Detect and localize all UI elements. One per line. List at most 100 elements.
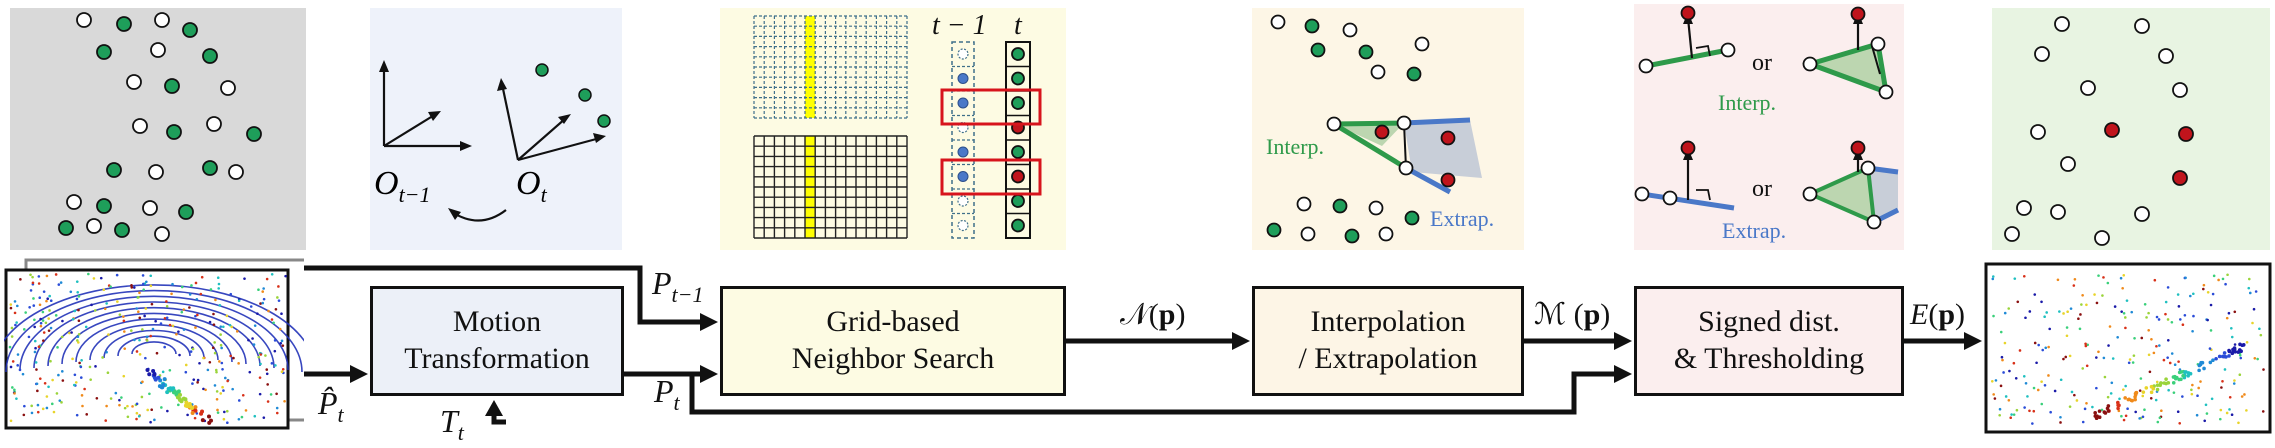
open-point [148, 164, 164, 180]
lidar-point [90, 303, 93, 307]
lidar-point [2164, 377, 2168, 381]
lidar-point [2189, 294, 2192, 298]
panel-output-points [1992, 8, 2270, 250]
open-point [76, 12, 92, 28]
lidar-point [2188, 371, 2193, 376]
lidar-point [259, 302, 262, 305]
lidar-point [48, 294, 52, 298]
lidar-point [37, 275, 41, 278]
lidar-point [279, 341, 283, 345]
lidar-point [237, 417, 241, 421]
lidar-point [2120, 310, 2123, 313]
lidar-point [2095, 356, 2098, 359]
lidar-point [2130, 310, 2134, 314]
lidar-point [162, 377, 167, 382]
lidar-ring [5, 289, 303, 373]
lidar-point [71, 357, 74, 361]
lidar-point [109, 397, 113, 400]
lidar-point [2024, 316, 2027, 320]
lidar-point [278, 327, 282, 331]
lidar-point [2220, 354, 2225, 359]
lidar-point [2191, 329, 2194, 333]
lidar-point [219, 392, 223, 395]
lidar-point [2083, 407, 2087, 411]
lidar-point [2239, 349, 2243, 353]
lidar-point [202, 387, 205, 391]
lidar-point [144, 356, 147, 360]
lidar-point [138, 353, 142, 356]
lidar-point [75, 413, 79, 417]
lidar-point [175, 332, 178, 336]
lidar-point [2261, 410, 2265, 413]
lidar-point [2069, 307, 2073, 310]
lidar-point [2167, 388, 2170, 392]
lidar-point [189, 350, 193, 353]
lidar-ring [131, 341, 177, 355]
lidar-point [2126, 407, 2129, 410]
lidar-point [2231, 349, 2236, 354]
lidar-point [274, 307, 278, 311]
lidar-point [154, 319, 157, 323]
lidar-point [221, 367, 224, 371]
lidar-point [151, 369, 156, 374]
lidar-point [122, 319, 126, 323]
lidar-point [2149, 384, 2154, 389]
lidar-point [2179, 318, 2182, 321]
lidar-point [2245, 409, 2248, 412]
lidar-point [2197, 363, 2202, 368]
lidar-point [2190, 388, 2193, 392]
lidar-point [160, 406, 163, 409]
edge-p-hat-label: P̂ [317, 385, 338, 421]
lidar-point [150, 302, 154, 306]
lidar-point [75, 280, 79, 283]
lidar-point [92, 277, 96, 280]
lidar-point [2208, 360, 2213, 365]
open-point [1270, 14, 1286, 30]
lidar-point [2253, 356, 2257, 360]
edge-p-prev-subscript: t−1 [672, 282, 704, 307]
lidar-point [2225, 411, 2229, 415]
lidar-point [2258, 327, 2261, 331]
lidar-point [2026, 395, 2029, 398]
lidar-point [2219, 417, 2222, 421]
lidar-point [105, 350, 108, 354]
lidar-point [270, 362, 274, 365]
lidar-point [228, 323, 232, 327]
lidar-point [2004, 395, 2008, 398]
lidar-point [190, 284, 193, 287]
lidar-point [2217, 278, 2220, 282]
lidar-point [2178, 421, 2182, 425]
lidar-point [2164, 312, 2167, 316]
lidar-point [10, 326, 14, 330]
lidar-point [194, 314, 197, 318]
green-point [1266, 222, 1282, 238]
lidar-point [2183, 313, 2187, 317]
lidar-point [225, 314, 229, 318]
lidar-point [2184, 276, 2187, 280]
lidar-point [159, 322, 163, 325]
lidar-point [2073, 393, 2076, 397]
lidar-point [60, 401, 63, 404]
lidar-point [2084, 344, 2088, 348]
lidar-point [135, 402, 139, 406]
lidar-point [2016, 300, 2020, 304]
lidar-point [106, 371, 110, 375]
lidar-point [2116, 400, 2120, 405]
blue-point [957, 97, 969, 109]
lidar-point [45, 274, 49, 278]
lidar-point [2044, 346, 2048, 350]
lidar-point [216, 411, 220, 414]
lidar-point [1993, 397, 1997, 400]
lidar-point [262, 287, 265, 290]
lidar-point [150, 408, 154, 412]
lidar-point [118, 403, 121, 407]
green-point [178, 204, 194, 220]
lidar-point [161, 382, 166, 387]
lidar-point [123, 406, 127, 410]
lidar-point [2043, 315, 2046, 319]
lidar-point [2164, 300, 2168, 304]
lidar-point [149, 274, 153, 278]
lidar-point [265, 277, 269, 281]
lidar-point [32, 297, 35, 300]
lidar-point [120, 396, 123, 399]
